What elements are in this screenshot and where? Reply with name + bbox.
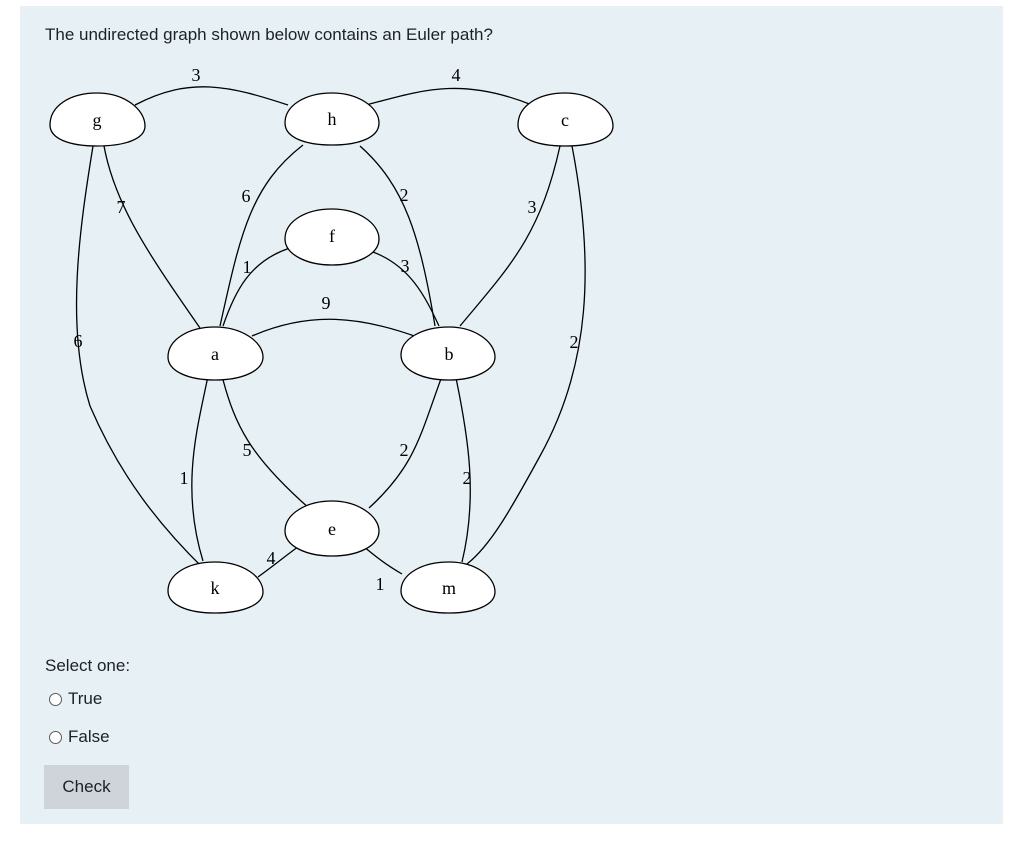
- edge-weight-f-b: 3: [401, 256, 410, 276]
- node-h: [284, 92, 380, 146]
- edge-weight-b-e: 2: [400, 440, 409, 460]
- edge-weight-a-b: 9: [322, 293, 331, 313]
- question-text: The undirected graph shown below contain…: [45, 25, 493, 44]
- edge-weight-c-m: 2: [570, 332, 579, 352]
- edge-weight-a-e: 5: [243, 440, 252, 460]
- edge-weight-a-k: 1: [180, 468, 189, 488]
- edge-f-b: [372, 251, 440, 327]
- node-label-g: g: [93, 110, 102, 130]
- edge-e-k: [257, 543, 303, 578]
- node-k: [167, 561, 264, 614]
- node-c: [517, 92, 614, 147]
- edge-b-e: [368, 375, 443, 509]
- graph-figure: g h c f a b e k m 3 4 7 6 6 2 3 2 1 3 9 …: [49, 65, 614, 614]
- radio-true[interactable]: [49, 692, 62, 706]
- edge-c-b: [459, 145, 561, 327]
- edge-weight-b-m: 2: [463, 468, 472, 488]
- node-f: [284, 208, 380, 266]
- radio-false[interactable]: [49, 730, 62, 744]
- edge-c-m: [466, 145, 586, 565]
- edge-weight-e-m: 1: [376, 574, 385, 594]
- node-m: [400, 561, 496, 614]
- edge-a-k: [191, 375, 209, 562]
- question-panel: The undirected graph shown below contain…: [20, 6, 1003, 824]
- node-label-b: b: [445, 344, 454, 364]
- node-label-e: e: [328, 519, 336, 539]
- select-one-label: Select one:: [45, 656, 131, 675]
- edge-weight-c-b: 3: [528, 197, 537, 217]
- edge-h-a: [219, 144, 304, 327]
- edge-weight-h-c: 4: [452, 65, 461, 85]
- edge-g-a: [103, 145, 201, 329]
- node-e: [284, 500, 380, 557]
- edge-a-b: [251, 318, 421, 339]
- edge-weight-e-k: 4: [267, 548, 276, 568]
- check-button[interactable]: Check: [44, 765, 129, 809]
- node-label-a: a: [211, 344, 219, 364]
- node-g: [49, 92, 146, 147]
- edge-weight-f-a: 1: [243, 257, 252, 277]
- edge-h-c: [365, 87, 533, 106]
- edge-e-m: [362, 545, 403, 575]
- edge-g-h: [134, 86, 289, 106]
- edge-weight-h-a: 6: [242, 186, 251, 206]
- node-label-f: f: [329, 226, 335, 246]
- edge-h-b: [359, 145, 436, 327]
- edge-f-a: [222, 247, 291, 327]
- node-label-c: c: [561, 110, 569, 130]
- option-true[interactable]: True: [49, 689, 102, 709]
- edge-weight-g-k: 6: [74, 331, 83, 351]
- edge-weight-g-h: 3: [192, 65, 201, 85]
- option-false-label: False: [68, 727, 110, 746]
- option-false[interactable]: False: [49, 727, 110, 747]
- node-label-h: h: [328, 109, 337, 129]
- node-a: [167, 326, 264, 381]
- edge-weight-h-b: 2: [400, 185, 409, 205]
- edge-weight-g-a: 7: [117, 197, 126, 217]
- edge-a-e: [221, 375, 311, 510]
- option-true-label: True: [68, 689, 103, 708]
- edge-g-k: [75, 145, 205, 570]
- node-b: [400, 326, 496, 381]
- node-label-k: k: [211, 578, 220, 598]
- edge-b-m: [455, 377, 471, 563]
- node-label-m: m: [442, 578, 456, 598]
